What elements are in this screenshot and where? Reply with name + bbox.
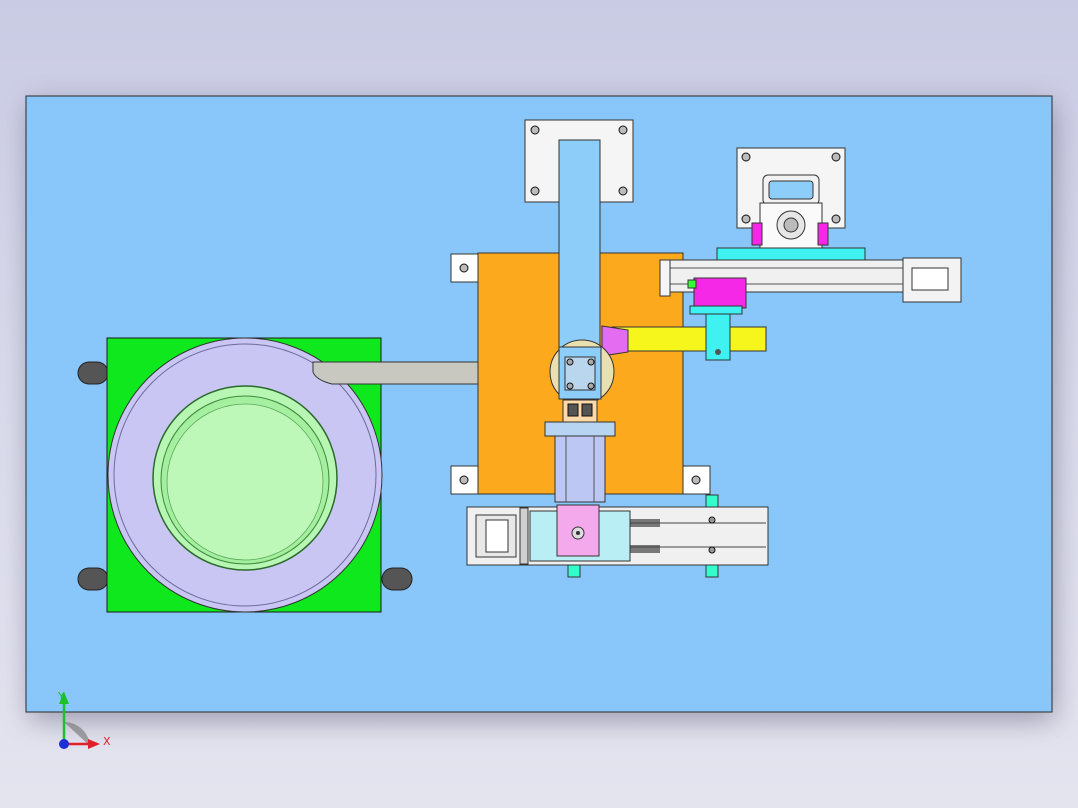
coordinate-triad: Y X bbox=[57, 690, 111, 749]
top-linear-module[interactable] bbox=[659, 147, 962, 361]
magenta-coupling bbox=[601, 325, 629, 357]
yellow-cylinder[interactable] bbox=[611, 326, 767, 352]
bottom-linear-module[interactable] bbox=[466, 494, 769, 578]
bowl-ring-edge bbox=[113, 343, 377, 607]
cyan-post bbox=[705, 313, 731, 361]
z-axis-origin bbox=[59, 739, 69, 749]
bowl-center bbox=[166, 403, 324, 561]
cyan-base-bar bbox=[716, 247, 866, 261]
bowl-foot-left-bottom bbox=[77, 567, 109, 591]
bowl-foot-left-top bbox=[77, 361, 109, 385]
motor-clamp-right bbox=[817, 222, 829, 246]
y-axis-label: Y bbox=[57, 690, 65, 703]
bowl-feeder[interactable] bbox=[77, 337, 561, 613]
cylinder-assembly[interactable] bbox=[601, 325, 767, 357]
motor-window bbox=[768, 180, 814, 200]
bowl-foot-right-bottom bbox=[381, 567, 413, 591]
lift-cylinder[interactable] bbox=[554, 435, 606, 503]
top-carriage[interactable] bbox=[693, 277, 747, 309]
x-axis-label: X bbox=[103, 735, 111, 748]
gripper-flange bbox=[544, 421, 616, 437]
y-axis-arrowhead bbox=[59, 692, 69, 704]
x-axis-arrowhead bbox=[88, 739, 100, 749]
vertical-column[interactable] bbox=[558, 139, 601, 359]
triad-arc bbox=[64, 721, 90, 746]
motor-clamp-left bbox=[751, 222, 763, 246]
rotary-head[interactable] bbox=[544, 339, 616, 503]
